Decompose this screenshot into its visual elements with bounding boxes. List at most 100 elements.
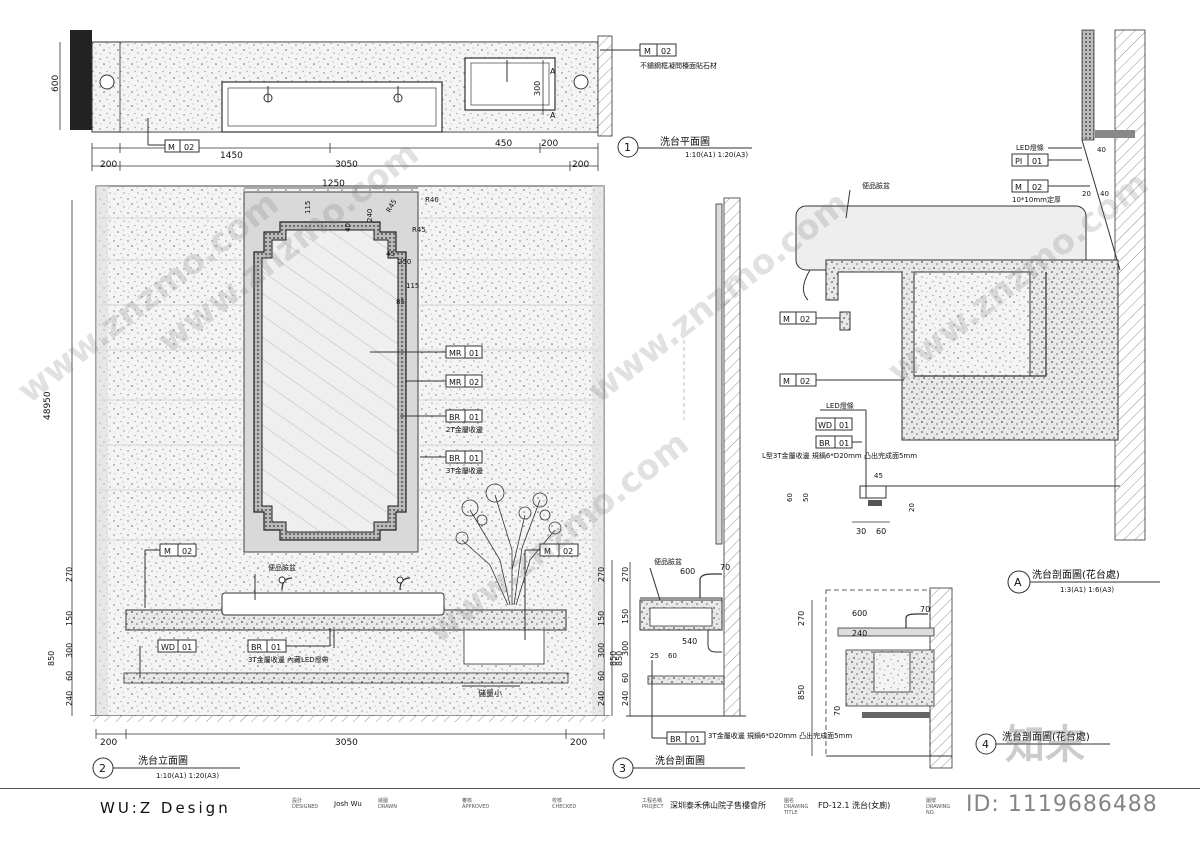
plan-dim-200b: 200 [541, 139, 558, 149]
designer-name: Josh Wu [334, 800, 362, 808]
svg-text:01: 01 [469, 413, 479, 422]
elev-dim-left-270: 270 [65, 567, 74, 582]
company-name: WU:Z Design [100, 799, 231, 817]
sectionA-note-top: 10*10mm定厚 [1012, 195, 1061, 204]
section4-dim-70: 70 [920, 605, 930, 614]
checked-label: 校核 CHECKED [552, 798, 577, 810]
svg-text:01: 01 [271, 643, 281, 652]
sectionA-dim-45: 45 [874, 472, 883, 480]
section3-dim-70: 70 [720, 563, 730, 572]
plan-view-label: 洗台平面圖 [660, 135, 710, 148]
plan-view: 600 300 A A 200 1450 450 200 3050 200 M … [51, 30, 752, 171]
section4-dim-600: 600 [852, 609, 867, 618]
svg-text:PI: PI [1015, 157, 1022, 166]
elev-dim-right-300: 300 [597, 643, 606, 658]
section3-view-number: 3 [619, 762, 626, 775]
svg-text:BR: BR [449, 454, 460, 463]
svg-text:MR: MR [449, 349, 462, 358]
svg-text:M: M [644, 47, 651, 56]
plan-dim-1450: 1450 [220, 151, 243, 161]
section4-view-label: 洗台剖面圖(花台處) [1002, 730, 1090, 743]
plan-small-sink [464, 57, 556, 111]
section3-view-title: 3 洗台剖面圖 [612, 754, 745, 779]
plan-view-number: 1 [624, 141, 631, 154]
section3-view-label: 洗台剖面圖 [655, 754, 705, 767]
section4-view-title: 4 洗台剖面圖(花台處) [975, 730, 1110, 755]
section3-dim-150: 150 [621, 609, 630, 624]
elev-dim-right-270: 270 [597, 567, 606, 582]
sectionA-dim-50: 50 [802, 493, 810, 502]
designed-label: 設計 DESIGNED [292, 798, 319, 810]
elev-tag-br01-2t: BR 01 2T金屬收邊 [400, 409, 483, 434]
elevation-view: 1250 115 R45 R40 240 40 R45 45 250 115 8… [43, 179, 624, 780]
svg-text:02: 02 [184, 143, 194, 152]
plan-dim-200c: 200 [572, 160, 589, 170]
svg-text:2T金屬收邊: 2T金屬收邊 [446, 425, 483, 434]
plan-scale: 1:10(A1) 1:20(A3) [685, 151, 748, 159]
plan-dim-450: 450 [495, 139, 512, 149]
mirror-dim-115b: 115 [406, 282, 419, 290]
section3-dim-270: 270 [621, 567, 630, 582]
plan-dim-300: 300 [533, 81, 542, 96]
sectionA-dim-60: 60 [786, 493, 794, 502]
mirror-dim-40: 40 [344, 223, 352, 232]
svg-text:02: 02 [800, 377, 810, 386]
plan-dim-a1: A [550, 67, 556, 76]
section3-dim-25: 25 [650, 652, 659, 660]
svg-text:M: M [168, 143, 175, 152]
elev-dim-left-850: 850 [47, 651, 56, 666]
project-name: 深圳泰禾佛山院子售樓會所 [670, 801, 766, 810]
section3-dim-300: 300 [621, 641, 630, 656]
elev-dim-right-150: 150 [597, 611, 606, 626]
sectionA-dim-40a: 40 [1097, 146, 1106, 154]
title-block: WU:Z Design 設計 DESIGNED Josh Wu 繪圖 DRAWN… [0, 788, 1200, 850]
svg-text:MR: MR [449, 378, 462, 387]
svg-text:02: 02 [661, 47, 671, 56]
plan-tag-m02-left: M 02 [147, 118, 200, 153]
elev-dim-left-300: 300 [65, 643, 74, 658]
sectionA-top-tags: LED燈條 PI 01 M 02 10*10mm定厚 [1011, 143, 1090, 204]
elev-dim-200b: 200 [570, 738, 587, 748]
svg-text:WD: WD [818, 421, 832, 430]
elev-dim-left-150: 150 [65, 611, 74, 626]
svg-text:BR: BR [251, 643, 262, 652]
section4-dim-850: 850 [797, 685, 806, 700]
section3-dim-850: 850 [609, 651, 618, 666]
svg-text:02: 02 [800, 315, 810, 324]
svg-text:01: 01 [1032, 157, 1042, 166]
elev-dim-right-850: 850 [615, 651, 624, 666]
elev-dim-left-240: 240 [65, 691, 74, 706]
plan-view-title: 1 洗台平面圖 1:10(A1) 1:20(A3) [617, 135, 752, 159]
mirror-dim-250: 250 [398, 258, 411, 266]
drawing-title: FD-12.1 洗台(女廁) [818, 801, 891, 810]
sectionA-planter-fill [913, 271, 1031, 377]
sectionA-view-label: 洗台剖面圖(花台處) [1032, 568, 1120, 581]
svg-text:01: 01 [690, 735, 700, 744]
elev-tag-br01-3t: BR 01 3T金屬收邊 [420, 450, 483, 475]
elev-label-storage: 儲量小 [478, 688, 502, 698]
svg-text:BR: BR [670, 735, 681, 744]
svg-text:02: 02 [182, 547, 192, 556]
sectionA-wall [1114, 29, 1146, 541]
elev-tag-br01-led: BR 01 3T金屬收邊 內藏LED燈帶 [247, 628, 331, 664]
sectionA-view-title: A 洗台剖面圖(花台處) 1:3(A1) 1:6(A3) [1007, 568, 1160, 594]
sectionA-label-basin: 便品臉盆 [845, 181, 890, 219]
elevation-flower-decoration [455, 483, 562, 606]
elev-dim-3050: 3050 [335, 738, 358, 748]
elev-tag-mr01: MR 01 [370, 345, 483, 359]
drawn-label: 繪圖 DRAWN [378, 798, 397, 810]
watermark-brand-logo: 知末 [1005, 722, 1085, 768]
sectionA-note-l: L型3T金屬收邊 規鍋6*D20mm 凸出完成面5mm [762, 451, 917, 460]
mirror-dim-240: 240 [366, 209, 374, 222]
section3-tag-br01: BR 01 3T金屬收邊 規鍋6*D20mm 凸出完成面5mm [651, 660, 852, 745]
sectionA-dim-20: 20 [1082, 190, 1091, 198]
svg-text:BR: BR [819, 439, 830, 448]
plan-dim-200a: 200 [100, 160, 117, 170]
section3-dim-540: 540 [682, 637, 697, 646]
svg-text:02: 02 [469, 378, 479, 387]
elevation-scale: 1:10(A1) 1:20(A3) [156, 772, 219, 780]
mirror-dim-45: 45 [386, 250, 395, 258]
svg-text:BR: BR [449, 413, 460, 422]
elevation-planter-box [463, 629, 545, 665]
